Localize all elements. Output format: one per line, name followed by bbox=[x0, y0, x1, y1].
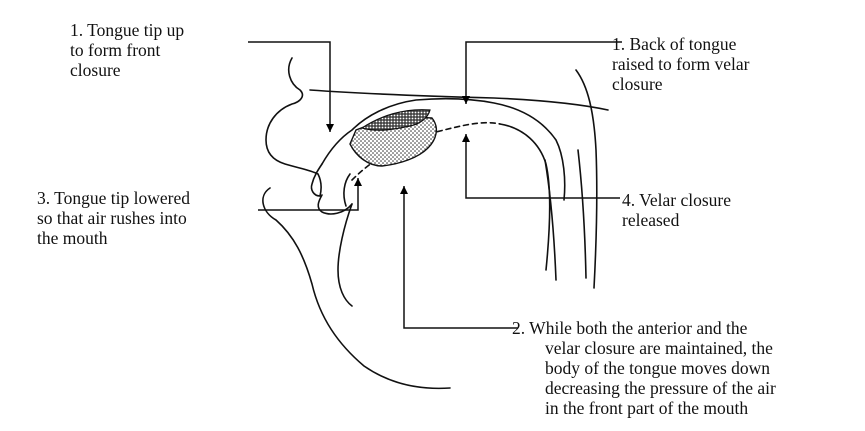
leader-tip-lowered bbox=[258, 178, 358, 210]
label-line: 1. Tongue tip up bbox=[70, 20, 184, 40]
label-line: released bbox=[622, 210, 731, 230]
leader-back-raised bbox=[466, 42, 622, 104]
tongue-back bbox=[500, 124, 550, 270]
label-line: raised to form velar bbox=[612, 54, 750, 74]
label-tongue-tip-lowered: 3. Tongue tip lowered so that air rushes… bbox=[37, 188, 190, 248]
label-tongue-tip-up: 1. Tongue tip up to form front closure bbox=[70, 20, 184, 80]
nasal-floor bbox=[310, 90, 608, 110]
label-velar-closure-released: 4. Velar closure released bbox=[622, 190, 731, 230]
label-line: closure bbox=[70, 60, 184, 80]
label-line: 3. Tongue tip lowered bbox=[37, 188, 190, 208]
leader-tongue-down bbox=[404, 186, 518, 328]
chin-outline bbox=[263, 188, 450, 388]
label-line: decreasing the pressure of the air bbox=[512, 378, 776, 398]
label-line: to form front bbox=[70, 40, 184, 60]
label-line: 4. Velar closure bbox=[622, 190, 731, 210]
tongue-underside bbox=[344, 174, 350, 206]
label-line: 2. While both the anterior and the bbox=[512, 318, 776, 338]
label-line: velar closure are maintained, the bbox=[512, 338, 776, 358]
label-tongue-body-moves-down: 2. While both the anterior and the velar… bbox=[512, 318, 776, 418]
pharynx-wall bbox=[576, 70, 597, 288]
lower-lip bbox=[318, 195, 352, 214]
label-line: the mouth bbox=[37, 228, 190, 248]
label-line: body of the tongue moves down bbox=[512, 358, 776, 378]
neck-line bbox=[578, 150, 586, 278]
leader-tip-up bbox=[248, 42, 330, 132]
jaw-inner bbox=[338, 204, 352, 306]
face-outline bbox=[266, 58, 321, 196]
label-line: 1. Back of tongue bbox=[612, 34, 750, 54]
label-line: so that air rushes into bbox=[37, 208, 190, 228]
label-line: in the front part of the mouth bbox=[512, 398, 776, 418]
label-line: closure bbox=[612, 74, 750, 94]
label-back-of-tongue-raised: 1. Back of tongue raised to form velar c… bbox=[612, 34, 750, 94]
